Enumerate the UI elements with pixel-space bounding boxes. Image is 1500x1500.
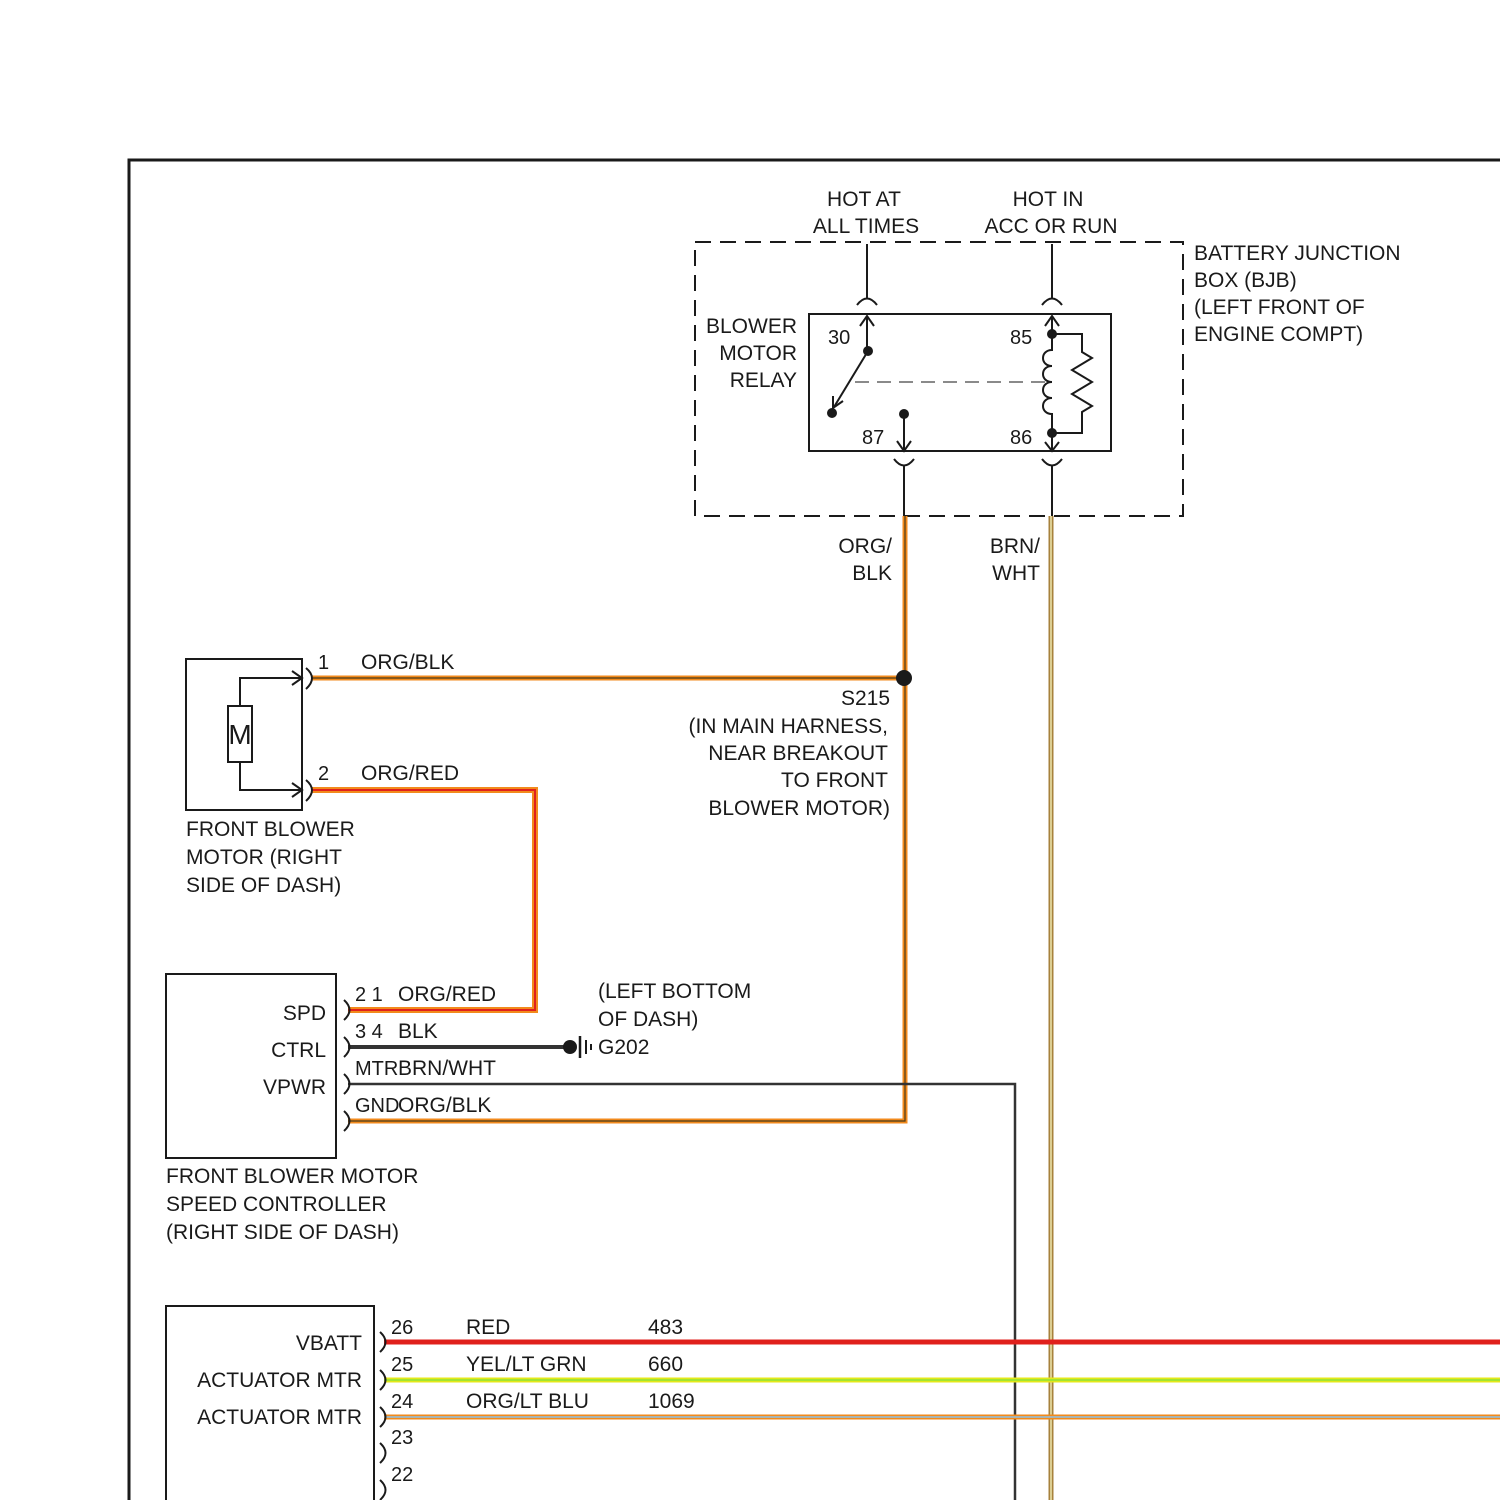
lower-pin-26-circuit: 483 [648, 1316, 683, 1339]
blower-motor-label-line1: FRONT BLOWER [186, 818, 355, 841]
speed-controller-label-line3: (RIGHT SIDE OF DASH) [166, 1221, 399, 1244]
lower-pin-25-circuit: 660 [648, 1353, 683, 1376]
relay-switch-arm [834, 351, 868, 407]
switch-contact-dot [827, 408, 837, 418]
relay-label-line3: RELAY [730, 369, 797, 392]
wire-label-brn-wht-line2: WHT [992, 562, 1040, 585]
gnd-pin: GND [355, 1095, 399, 1117]
lower-pin-24: 24 [391, 1391, 413, 1413]
lower-pin-25-color: YEL/LT GRN [466, 1353, 587, 1376]
ground-location-line1: (LEFT BOTTOM [598, 980, 751, 1003]
pin-name-vpwr: VPWR [263, 1076, 326, 1099]
ground-dot [563, 1040, 577, 1054]
bjb-label-line1: BATTERY JUNCTION [1194, 242, 1401, 265]
wire-label-brn-wht-line1: BRN/ [990, 535, 1040, 558]
bjb-label-line3: (LEFT FRONT OF [1194, 296, 1365, 319]
splice-location-line4: BLOWER MOTOR) [708, 797, 890, 820]
speed-controller-label-line2: SPEED CONTROLLER [166, 1193, 387, 1216]
motor-pin-1: 1 [318, 652, 329, 674]
lower-pin-22: 22 [391, 1464, 413, 1486]
lower-pin-name-vbatt: VBATT [296, 1332, 362, 1355]
motor-pin-1-color: ORG/BLK [361, 651, 454, 674]
relay-label-line2: MOTOR [719, 342, 797, 365]
splice-id: S215 [841, 687, 890, 710]
hot-in-acc-run-line1: HOT IN [1013, 188, 1084, 211]
lower-pin-24-color: ORG/LT BLU [466, 1390, 589, 1413]
relay-coil [1043, 334, 1052, 433]
pin-name-spd: SPD [283, 1002, 326, 1025]
wire-label-org-blk-line2: BLK [852, 562, 892, 585]
connector-85-top [1042, 299, 1062, 306]
lower-pin-name-actuator-1: ACTUATOR MTR [197, 1369, 362, 1392]
blower-motor-label-line3: SIDE OF DASH) [186, 874, 341, 897]
lower-pin-26: 26 [391, 1317, 413, 1339]
front-blower-motor: M 1 ORG/BLK 2 ORG/RED FRONT BLOWER MOTOR… [186, 651, 459, 897]
vpwr-pin: MTR [355, 1058, 398, 1080]
ground-location-line2: OF DASH) [598, 1008, 698, 1031]
hot-at-all-times-line1: HOT AT [827, 188, 901, 211]
motor-pin-2: 2 [318, 763, 329, 785]
splice-location-line3: TO FRONT [781, 769, 888, 792]
lower-module: VBATT ACTUATOR MTR ACTUATOR MTR 26 RED 4… [166, 1306, 695, 1500]
relay-suppression-resistor [1052, 334, 1092, 433]
motor-symbol: M [228, 719, 251, 750]
splice-location-line2: NEAR BREAKOUT [708, 742, 888, 765]
wire-vpwr [348, 1084, 1015, 1500]
vpwr-wire-color: BRN/WHT [398, 1057, 496, 1080]
hot-at-all-times-line2: ALL TIMES [813, 215, 919, 238]
bjb-label-line4: ENGINE COMPT) [1194, 323, 1363, 346]
relay-pin-87: 87 [862, 427, 884, 449]
blower-motor-label-line2: MOTOR (RIGHT [186, 846, 342, 869]
relay-pin-30: 30 [828, 327, 850, 349]
splice-location-line1: (IN MAIN HARNESS, [688, 715, 888, 738]
wire-label-org-blk-line1: ORG/ [838, 535, 892, 558]
relay-pin-86: 86 [1010, 427, 1032, 449]
motor-connector-1 [306, 668, 312, 689]
motor-connector-2 [306, 780, 312, 801]
ground-g202: G202 (LEFT BOTTOM OF DASH) [563, 980, 751, 1059]
speed-controller-label-line1: FRONT BLOWER MOTOR [166, 1165, 418, 1188]
lower-pin-25: 25 [391, 1354, 413, 1376]
ctrl-pin: 3 4 [355, 1021, 383, 1043]
bjb-label-line2: BOX (BJB) [1194, 269, 1297, 292]
connector-30-top [857, 299, 877, 306]
lower-pin-26-color: RED [466, 1316, 510, 1339]
motor-pin-2-color: ORG/RED [361, 762, 459, 785]
ground-id: G202 [598, 1036, 649, 1059]
blower-motor-relay: BLOWER MOTOR RELAY 30 85 87 86 [706, 314, 1111, 451]
connector-86-bottom [1042, 459, 1062, 466]
gnd-wire-color: ORG/BLK [398, 1094, 491, 1117]
hot-in-acc-run-line2: ACC OR RUN [984, 215, 1117, 238]
spd-pin: 2 1 [355, 984, 383, 1006]
relay-label-line1: BLOWER [706, 315, 797, 338]
pin-name-ctrl: CTRL [271, 1039, 326, 1062]
connector-87-bottom [894, 459, 914, 466]
battery-junction-box: BATTERY JUNCTION BOX (BJB) (LEFT FRONT O… [695, 242, 1401, 516]
splice-s215-dot [896, 670, 912, 686]
spd-wire-color: ORG/RED [398, 983, 496, 1006]
speed-controller: SPD CTRL VPWR 2 1 ORG/RED 3 4 BLK MTR BR… [166, 974, 496, 1244]
lower-pin-24-circuit: 1069 [648, 1390, 695, 1413]
lower-pin-name-actuator-2: ACTUATOR MTR [197, 1406, 362, 1429]
ctrl-wire-color: BLK [398, 1020, 438, 1043]
lower-pin-23: 23 [391, 1427, 413, 1449]
relay-pin-85: 85 [1010, 327, 1032, 349]
